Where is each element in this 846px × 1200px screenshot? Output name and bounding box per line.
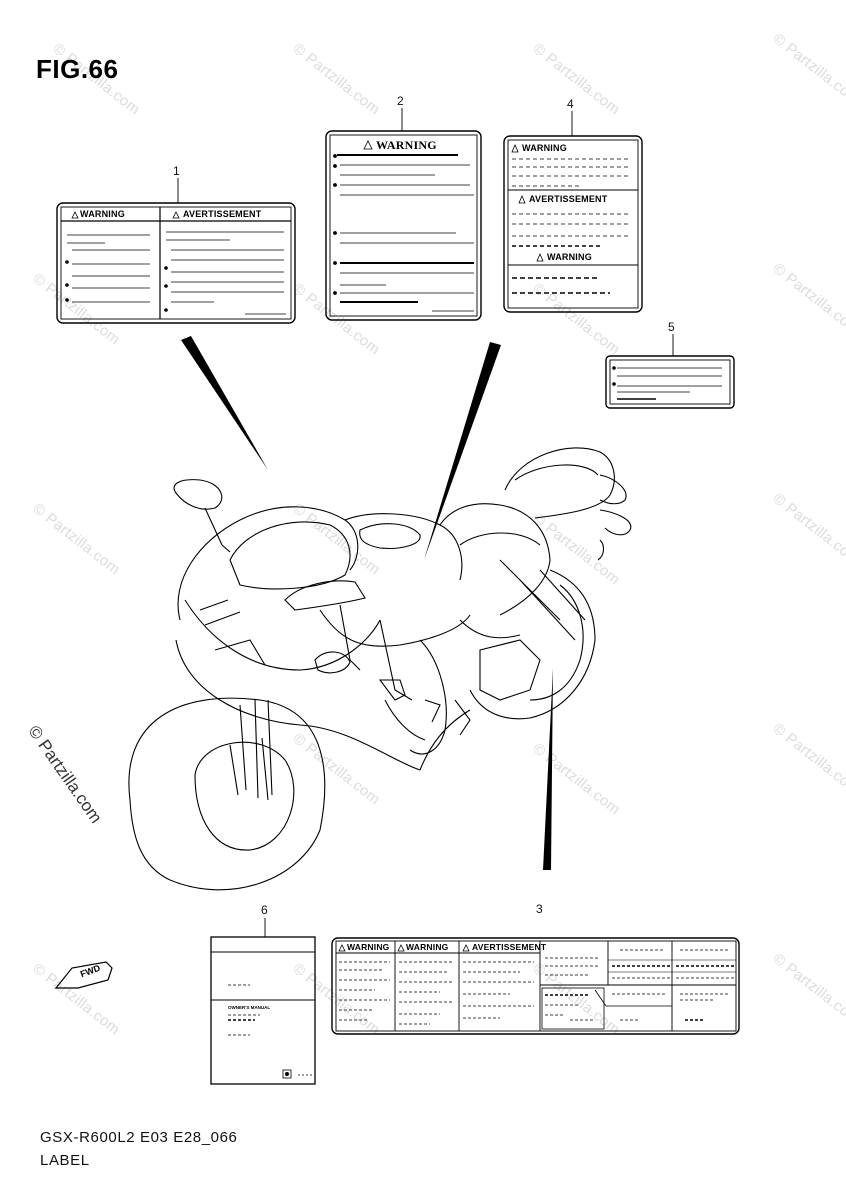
label-5[interactable] [605, 355, 735, 409]
label-6[interactable] [210, 936, 316, 1085]
label-3-heading-3: AVERTISSEMENT [472, 942, 547, 952]
figure-title: FIG.66 [36, 54, 119, 84]
label-4-heading-top: WARNING [522, 143, 567, 153]
section-name: LABEL [40, 1152, 90, 1169]
callout-1: 1 [173, 164, 180, 178]
callout-3: 3 [536, 902, 543, 916]
label-2[interactable] [325, 130, 482, 321]
label-3[interactable] [331, 937, 740, 1035]
label-6-text: OWNER'S MANUAL [228, 1005, 271, 1010]
model-code: GSX-R600L2 E03 E28_066 [40, 1129, 238, 1146]
label-4[interactable] [503, 135, 643, 313]
callout-5: 5 [668, 320, 675, 334]
front-direction-arrow [54, 961, 113, 989]
label-4-heading-mid: AVERTISSEMENT [529, 194, 608, 204]
label-1[interactable] [56, 202, 296, 324]
callout-2: 2 [397, 94, 404, 108]
label-1-heading-right: AVERTISSEMENT [183, 209, 262, 219]
callout-4: 4 [567, 97, 574, 111]
label-4-heading-bottom: WARNING [547, 252, 592, 262]
motorcycle-outline [128, 447, 632, 891]
label-2-heading: WARNING [376, 138, 437, 152]
label-1-heading-left: WARNING [80, 209, 125, 219]
label-3-heading-2: WARNING [406, 942, 449, 952]
callout-6: 6 [261, 903, 268, 917]
label-3-heading-1: WARNING [347, 942, 390, 952]
